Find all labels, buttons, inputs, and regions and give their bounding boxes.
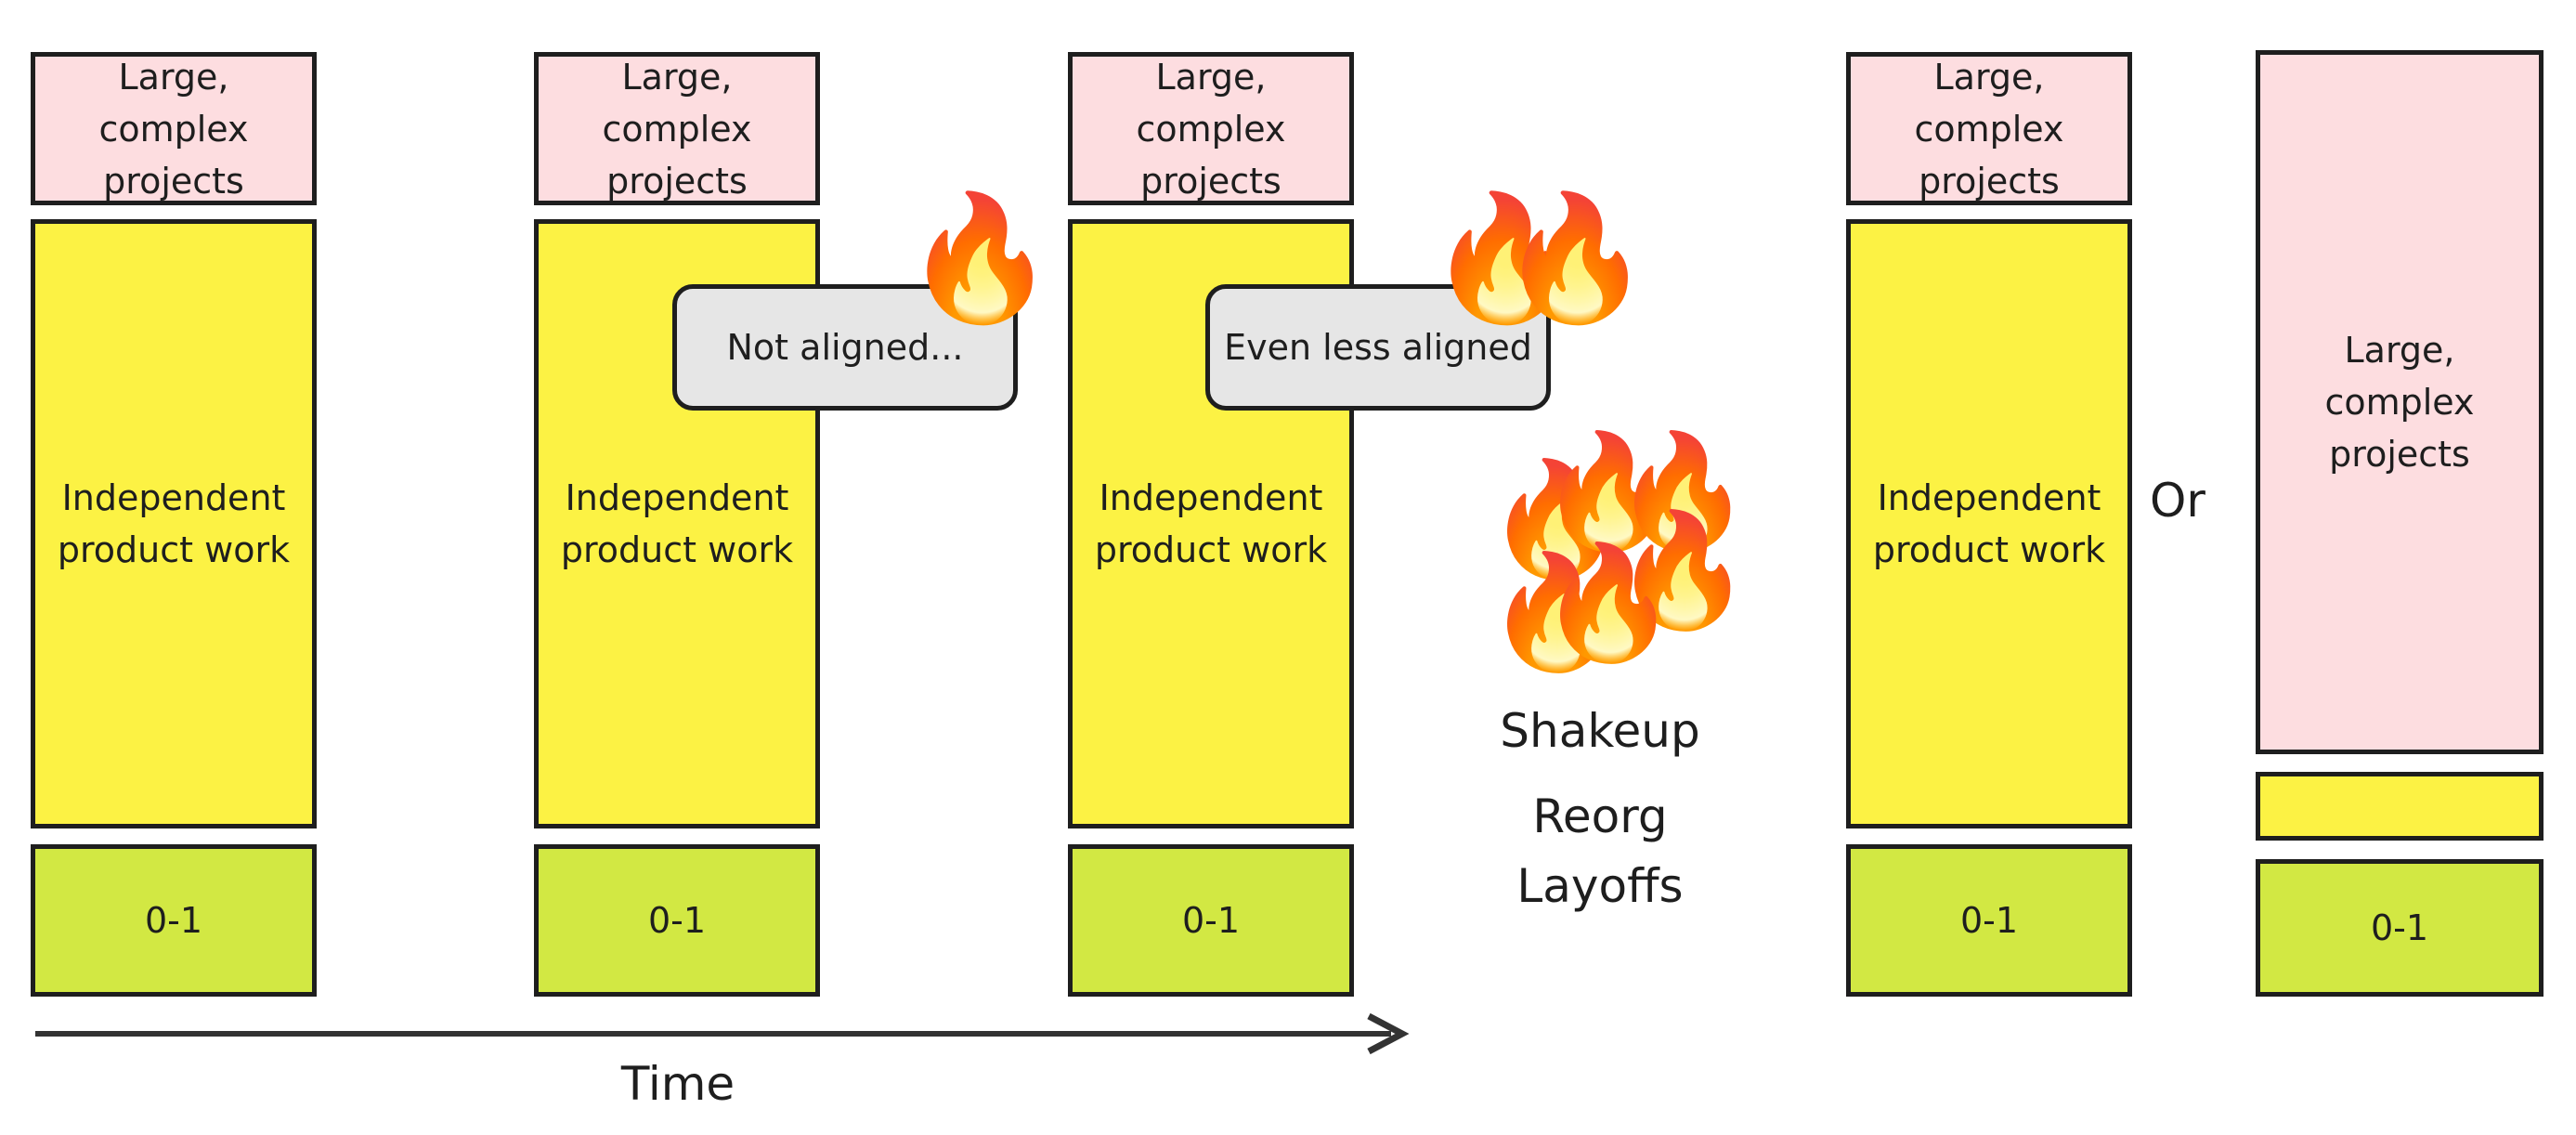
or-label: Or (2150, 474, 2205, 528)
fire-icon: 🔥 (904, 187, 1057, 330)
zero-one-box-2: 0-1 (534, 844, 820, 997)
fire-icon: 🔥 (1499, 187, 1652, 330)
independent-work-label: Independent product work (57, 477, 291, 570)
fire-icon: 🔥 (1486, 548, 1625, 677)
independent-work-label: Independent product work (1872, 477, 2106, 570)
fire-icon: 🔥 (1613, 506, 1752, 635)
large-projects-label: Large, complex projects (602, 56, 752, 202)
large-projects-box-5: Large, complex projects (2256, 50, 2543, 754)
large-projects-box-4: Large, complex projects (1846, 52, 2132, 205)
fire-icon: 🔥 (1539, 427, 1678, 556)
zero-one-label: 0-1 (144, 900, 203, 941)
fire-icon: 🔥 (1427, 187, 1581, 330)
not-aligned-bubble: Not aligned... (672, 284, 1018, 411)
independent-work-label: Independent product work (560, 477, 794, 570)
zero-one-box-3: 0-1 (1068, 844, 1354, 997)
fire-icon: 🔥 (1613, 427, 1752, 556)
large-projects-box-3: Large, complex projects (1068, 52, 1354, 205)
large-projects-label: Large, complex projects (1136, 56, 1286, 202)
large-projects-label: Large, complex projects (2324, 330, 2475, 475)
large-projects-label: Large, complex projects (98, 56, 249, 202)
large-projects-box-1: Large, complex projects (31, 52, 317, 205)
even-less-aligned-bubble: Even less aligned (1205, 284, 1551, 411)
independent-work-box-4: Independent product work (1846, 219, 2132, 828)
zero-one-label: 0-1 (1959, 900, 2019, 941)
not-aligned-label: Not aligned... (726, 327, 964, 368)
time-arrow-head (1367, 1012, 1410, 1055)
shakeup-label: Shakeup (1500, 704, 1700, 758)
zero-one-label: 0-1 (1181, 900, 1241, 941)
fire-icon: 🔥 (1486, 455, 1625, 584)
zero-one-label: 0-1 (2370, 907, 2429, 948)
zero-one-box-1: 0-1 (31, 844, 317, 997)
reorg-label: Reorg (1532, 789, 1668, 843)
fire-icon: 🔥 (1539, 539, 1678, 668)
large-projects-label: Large, complex projects (1914, 56, 2064, 202)
large-projects-box-2: Large, complex projects (534, 52, 820, 205)
independent-work-box-1: Independent product work (31, 219, 317, 828)
independent-work-label: Independent product work (1094, 477, 1328, 570)
zero-one-label: 0-1 (647, 900, 707, 941)
layoffs-label: Layoffs (1516, 859, 1684, 913)
even-less-aligned-label: Even less aligned (1224, 327, 1532, 368)
zero-one-box-4: 0-1 (1846, 844, 2132, 997)
time-label: Time (620, 1057, 735, 1111)
zero-one-box-5: 0-1 (2256, 859, 2543, 997)
independent-work-box-5 (2256, 772, 2543, 841)
